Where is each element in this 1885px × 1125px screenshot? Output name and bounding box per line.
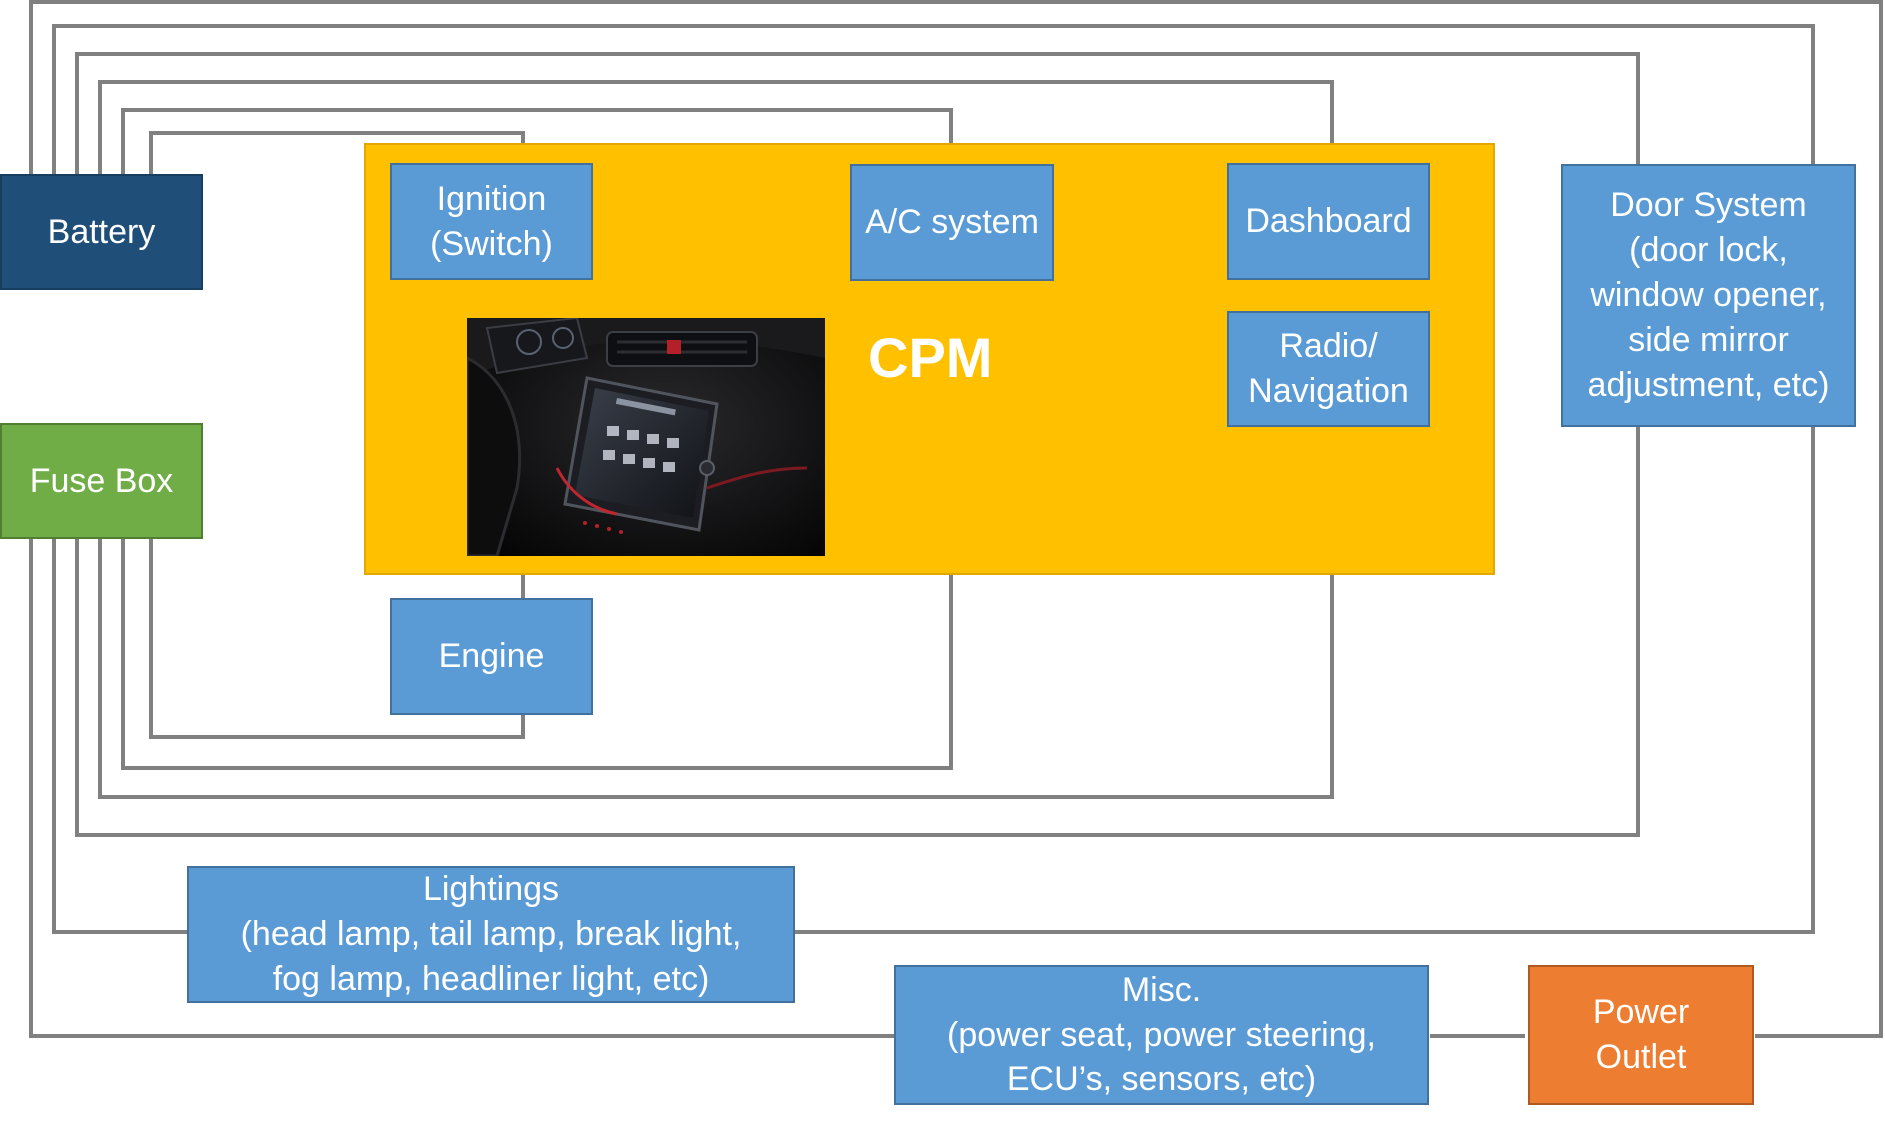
dashboard-photo-illustration bbox=[467, 318, 825, 556]
wire-dashboard-loop bbox=[98, 80, 1334, 799]
power-outlet-box: Power Outlet bbox=[1528, 965, 1754, 1105]
wire-ac-system-loop bbox=[121, 108, 953, 770]
fuse-box: Fuse Box bbox=[0, 423, 203, 539]
battery-box: Battery bbox=[0, 174, 203, 290]
wire-power-outlet-loop bbox=[29, 0, 1883, 1038]
misc-box: Misc. (power seat, power steering, ECU’s… bbox=[894, 965, 1429, 1105]
ac-system-box: A/C system bbox=[850, 164, 1054, 281]
cpm-label: CPM bbox=[868, 326, 993, 389]
wire-lightings-loop bbox=[52, 24, 1815, 934]
car-dashboard-photo bbox=[467, 318, 825, 556]
door-system-box: Door System (door lock, window opener, s… bbox=[1561, 164, 1856, 427]
wire-door-system-loop bbox=[75, 52, 1640, 837]
dashboard-box: Dashboard bbox=[1227, 163, 1430, 280]
ignition-switch-box: Ignition (Switch) bbox=[390, 163, 593, 280]
engine-box: Engine bbox=[390, 598, 593, 715]
lightings-box: Lightings (head lamp, tail lamp, break l… bbox=[187, 866, 795, 1003]
radio-navigation-box: Radio/ Navigation bbox=[1227, 311, 1430, 427]
